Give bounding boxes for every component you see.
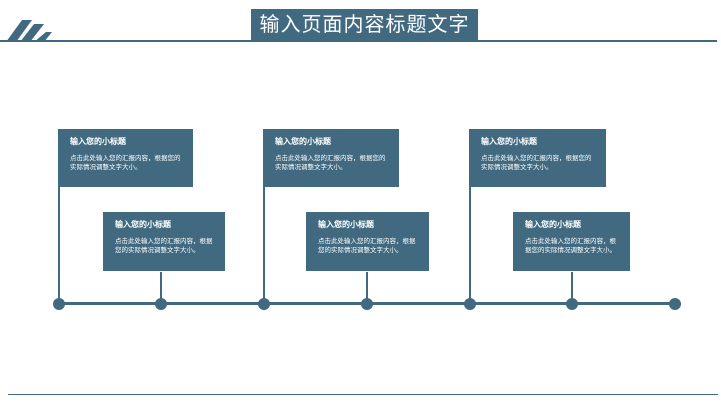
card-body: 点击此处输入您的汇报内容，根据您的实际情况调整文字大小。 xyxy=(318,237,416,254)
timeline-node xyxy=(566,298,578,310)
timeline-stem xyxy=(160,272,162,302)
card-2: 输入您的小标题 点击此处输入您的汇报内容，根据您的实际情况调整文字大小。 xyxy=(103,212,225,271)
card-body: 点击此处输入您的汇报内容，根据您的实际情况调整文字大小。 xyxy=(70,154,181,171)
card-1: 输入您的小标题 点击此处输入您的汇报内容，根据您的实际情况调整文字大小。 xyxy=(58,129,193,187)
timeline-stem xyxy=(366,272,368,302)
card-5: 输入您的小标题 点击此处输入您的汇报内容，根据您的实际情况调整文字大小。 xyxy=(469,129,606,187)
timeline-stem xyxy=(469,130,471,302)
timeline-stem xyxy=(571,272,573,302)
timeline-stem xyxy=(58,130,60,302)
timeline-node xyxy=(361,298,373,310)
card-body: 点击此处输入您的汇报内容，根据您的实际情况调整文字大小。 xyxy=(275,154,386,171)
timeline-node xyxy=(155,298,167,310)
timeline-node xyxy=(669,298,681,310)
timeline-stem xyxy=(263,130,265,302)
card-title: 输入您的小标题 xyxy=(318,220,374,229)
timeline-node xyxy=(53,298,65,310)
page-title: 输入页面内容标题文字 xyxy=(251,9,478,40)
card-body: 点击此处输入您的汇报内容，根据您的实际情况调整文字大小。 xyxy=(525,237,616,254)
timeline-node xyxy=(258,298,270,310)
card-body: 点击此处输入您的汇报内容，根据您的实际情况调整文字大小。 xyxy=(115,237,213,254)
card-body: 点击此处输入您的汇报内容，根据您的实际情况调整文字大小。 xyxy=(481,154,592,171)
card-6: 输入您的小标题 点击此处输入您的汇报内容，根据您的实际情况调整文字大小。 xyxy=(513,212,630,271)
card-title: 输入您的小标题 xyxy=(525,220,581,229)
diagonal-stripes-icon xyxy=(6,20,52,42)
card-3: 输入您的小标题 点击此处输入您的汇报内容，根据您的实际情况调整文字大小。 xyxy=(263,129,399,187)
title-underline xyxy=(0,40,717,42)
footer-rule xyxy=(8,394,718,395)
card-title: 输入您的小标题 xyxy=(481,137,537,146)
card-4: 输入您的小标题 点击此处输入您的汇报内容，根据您的实际情况调整文字大小。 xyxy=(306,212,429,271)
card-title: 输入您的小标题 xyxy=(70,137,126,146)
card-title: 输入您的小标题 xyxy=(275,137,331,146)
card-title: 输入您的小标题 xyxy=(115,220,171,229)
timeline-node xyxy=(464,298,476,310)
